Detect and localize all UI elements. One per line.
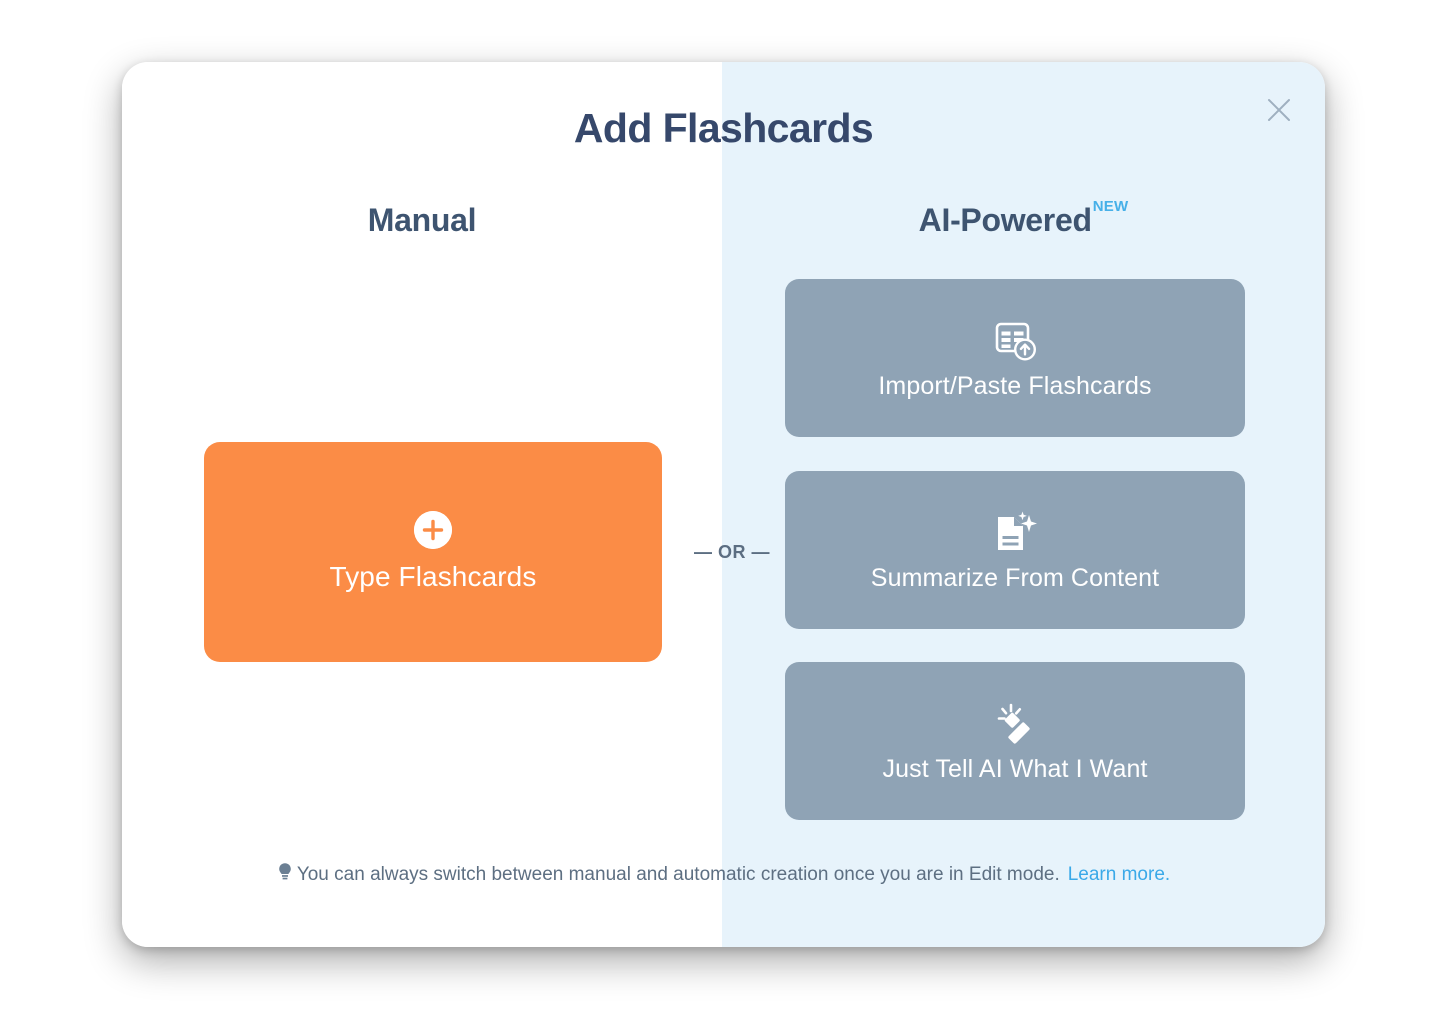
table-upload-icon bbox=[992, 316, 1038, 366]
plus-circle-icon bbox=[414, 511, 452, 549]
just-tell-ai-card[interactable]: Just Tell AI What I Want bbox=[785, 662, 1245, 820]
summarize-from-content-label: Summarize From Content bbox=[870, 563, 1160, 592]
magic-wand-icon bbox=[990, 699, 1040, 749]
just-tell-ai-label: Just Tell AI What I Want bbox=[882, 754, 1148, 783]
type-flashcards-button[interactable]: Type Flashcards bbox=[204, 442, 662, 662]
import-paste-flashcards-label: Import/Paste Flashcards bbox=[878, 371, 1152, 400]
ai-column-header-label: AI-Powered bbox=[918, 202, 1092, 238]
page-title: Add Flashcards bbox=[573, 105, 874, 151]
add-flashcards-modal: Add Flashcards Manual AI-PoweredNEW Type… bbox=[122, 62, 1325, 947]
footer-hint-text: You can always switch between manual and… bbox=[296, 864, 1060, 885]
manual-column-header: Manual bbox=[367, 202, 477, 238]
or-divider: — OR — bbox=[693, 541, 770, 562]
new-badge: NEW bbox=[1092, 198, 1129, 216]
summarize-from-content-card[interactable]: Summarize From Content bbox=[785, 471, 1245, 629]
document-sparkle-icon bbox=[990, 508, 1040, 558]
ai-column-header: AI-PoweredNEW bbox=[722, 198, 1325, 239]
footer-hint: You can always switch between manual and… bbox=[122, 862, 1325, 886]
lightbulb-icon bbox=[277, 862, 293, 882]
type-flashcards-label: Type Flashcards bbox=[329, 561, 537, 592]
import-paste-flashcards-card[interactable]: Import/Paste Flashcards bbox=[785, 279, 1245, 437]
close-icon[interactable] bbox=[1259, 90, 1299, 130]
learn-more-link[interactable]: Learn more. bbox=[1067, 864, 1171, 885]
